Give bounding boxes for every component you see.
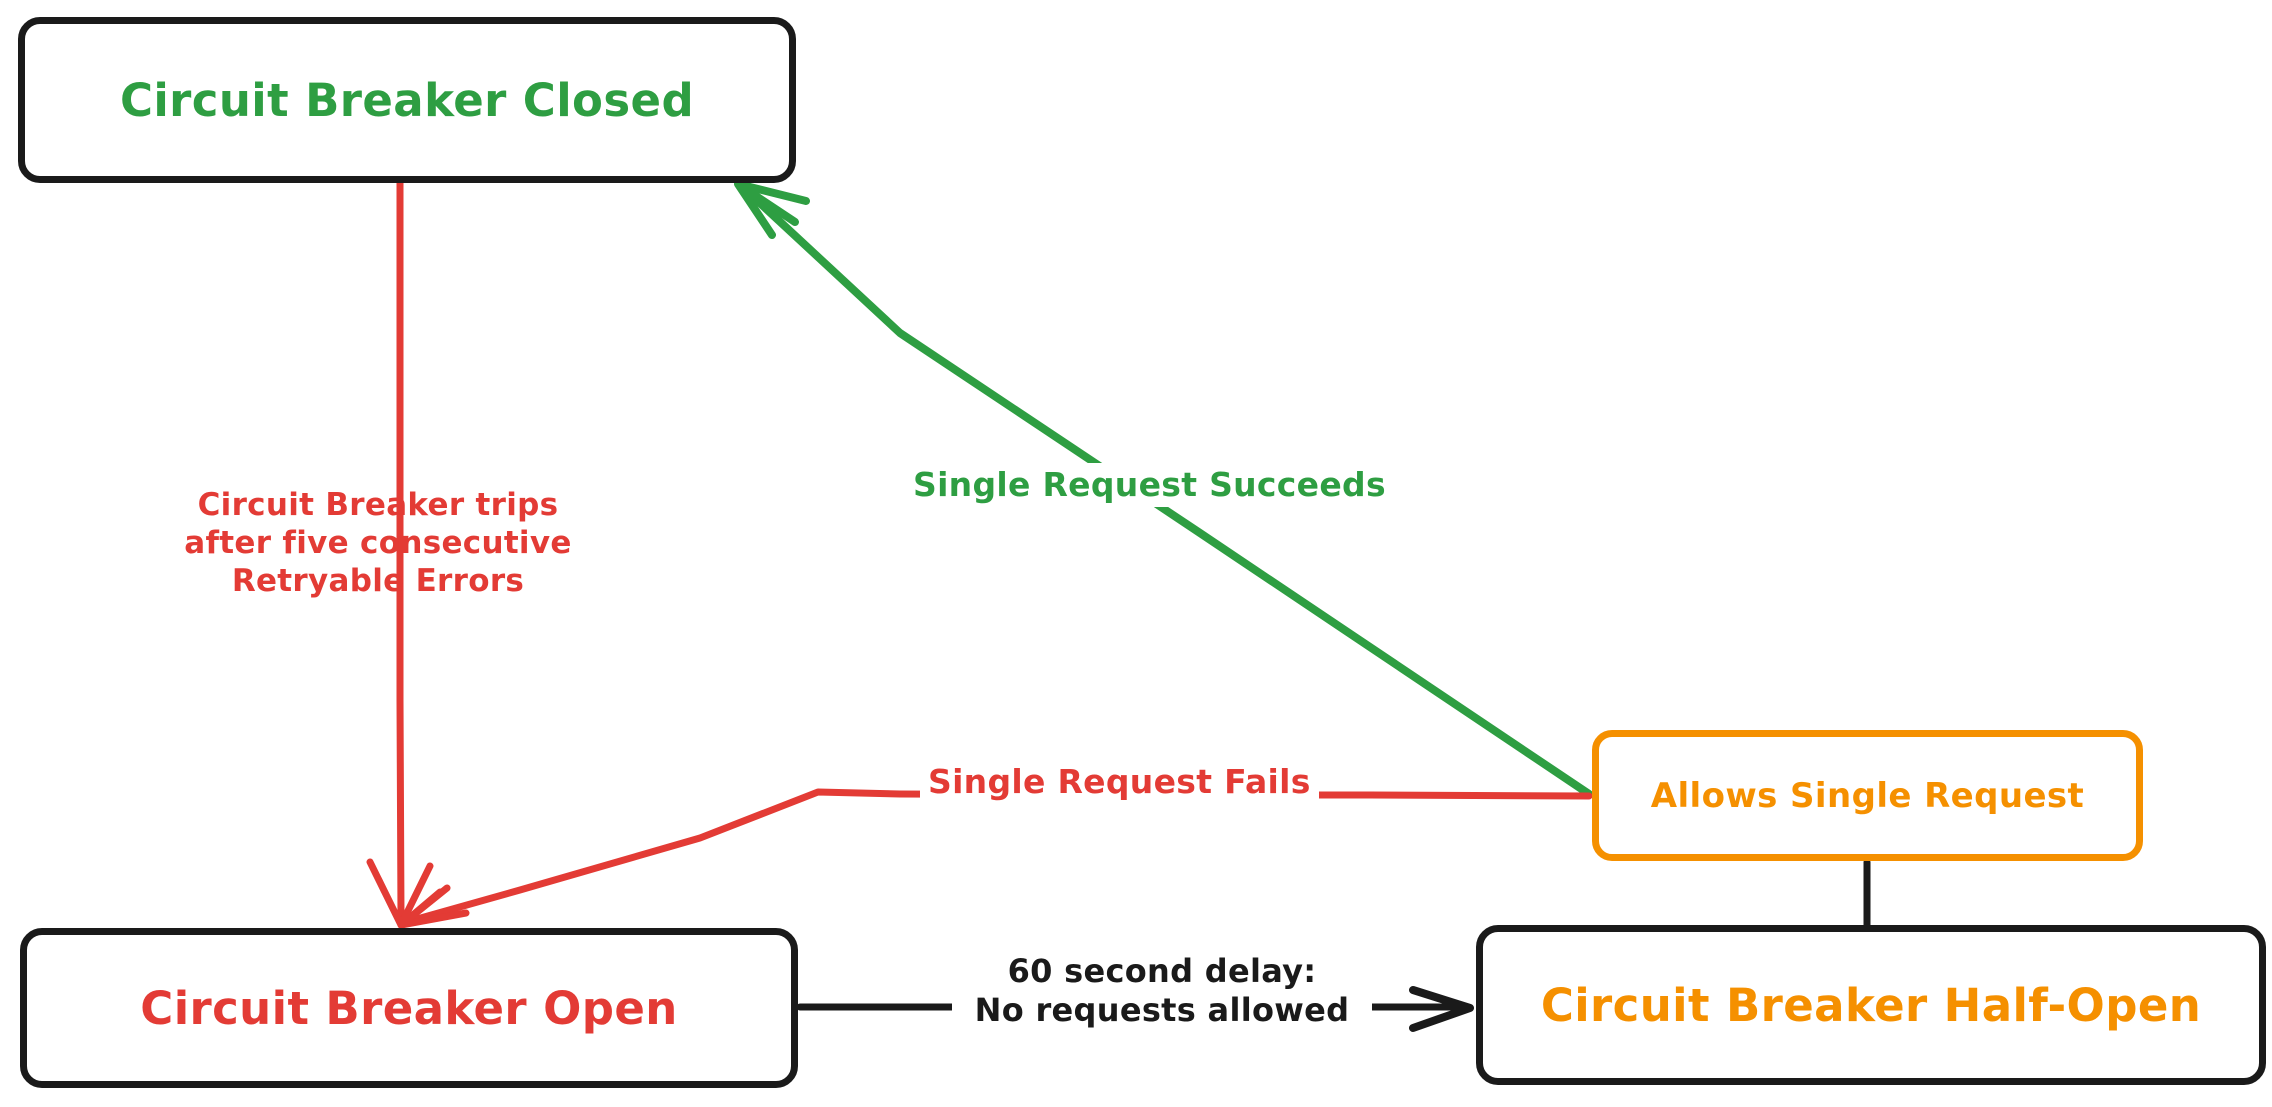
arrowhead-red-down [366, 858, 451, 929]
arrowhead-green-up-left [734, 180, 810, 239]
edge-label-line: after five consecutive [184, 524, 572, 561]
node-circuit-breaker-open[interactable]: Circuit Breaker Open [20, 928, 798, 1088]
edge-label-line: Retryable Errors [231, 562, 525, 599]
node-label-half-open: Circuit Breaker Half-Open [1540, 978, 2202, 1032]
edge-label-line: Circuit Breaker trips [197, 487, 559, 523]
node-circuit-breaker-closed[interactable]: Circuit Breaker Closed [18, 17, 796, 183]
node-circuit-breaker-half-open[interactable]: Circuit Breaker Half-Open [1476, 925, 2266, 1085]
edge-allows-to-open [397, 788, 1593, 929]
edge-label-line: No requests allowed [974, 991, 1350, 1030]
node-label-allows: Allows Single Request [1650, 775, 2085, 816]
node-label-open: Circuit Breaker Open [140, 981, 678, 1035]
node-allows-single-request[interactable]: Allows Single Request [1592, 730, 2143, 861]
edge-label-line: 60 second delay: [1007, 952, 1317, 990]
arrowhead-black-right [1409, 986, 1474, 1032]
edge-label-60-second-delay: 60 second delay: No requests allowed [952, 952, 1372, 1031]
arrowhead-red-diagonal [397, 888, 470, 929]
edge-label-single-request-fails: Single Request Fails [920, 760, 1319, 805]
edge-label-circuit-breaker-trips: Circuit Breaker trips after five consecu… [178, 487, 578, 600]
edge-label-single-request-succeeds: Single Request Succeeds [905, 463, 1394, 508]
node-label-closed: Circuit Breaker Closed [119, 73, 695, 127]
